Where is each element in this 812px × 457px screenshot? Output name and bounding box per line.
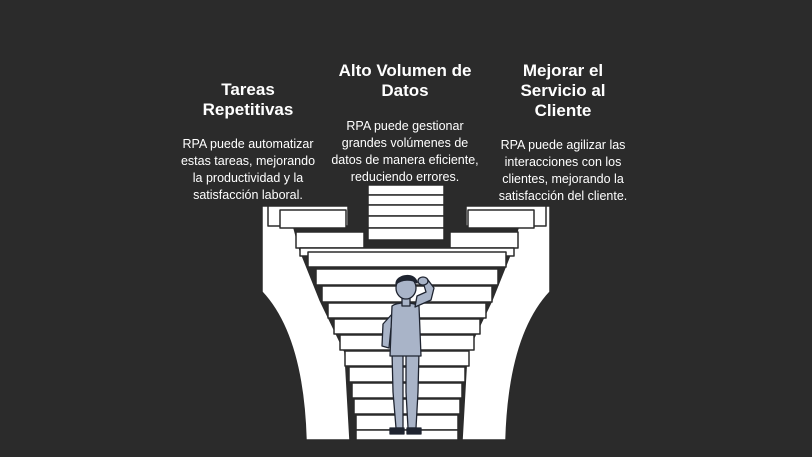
description-line: satisfacción laboral. xyxy=(193,188,303,202)
title-line: Repetitivas xyxy=(202,100,294,119)
column-alto-volumen-de-datos: Alto Volumen de Datos RPA puede gestiona… xyxy=(330,61,480,186)
description-line: la productividad y la xyxy=(192,171,304,185)
description-line: clientes, mejorando la xyxy=(502,172,624,186)
description-line: RPA puede gestionar xyxy=(346,119,464,133)
title-line: Mejorar el xyxy=(522,61,604,80)
title-line: Tareas xyxy=(221,80,275,99)
description-line: RPA puede agilizar las xyxy=(500,138,626,152)
title-line: Servicio al xyxy=(520,81,606,100)
description-line: satisfacción del cliente. xyxy=(498,189,628,203)
column-title: Alto Volumen de Datos xyxy=(330,61,480,101)
description-line: RPA puede automatizar xyxy=(182,137,314,151)
description-line: grandes volúmenes de xyxy=(341,136,469,150)
description-line: reduciendo errores. xyxy=(350,170,460,184)
description-line: interacciones con los xyxy=(504,155,622,169)
column-title: Mejorar el Servicio al Cliente xyxy=(488,61,638,121)
title-line: Cliente xyxy=(534,101,592,120)
column-mejorar-el-servicio-al-cliente: Mejorar el Servicio al Cliente RPA puede… xyxy=(488,61,638,205)
description-line: datos de manera eficiente, xyxy=(331,153,479,167)
description-line: estas tareas, mejorando xyxy=(180,154,316,168)
title-line: Datos xyxy=(381,81,429,100)
column-tareas-repetitivas: Tareas Repetitivas RPA puede automatizar… xyxy=(170,80,326,204)
thinking-person-icon xyxy=(381,274,435,435)
title-line: Alto Volumen de xyxy=(338,61,472,80)
column-description: RPA puede automatizar estas tareas, mejo… xyxy=(170,136,326,204)
column-description: RPA puede gestionar grandes volúmenes de… xyxy=(330,118,480,186)
column-title: Tareas Repetitivas xyxy=(170,80,326,120)
column-description: RPA puede agilizar las interacciones con… xyxy=(488,137,638,205)
